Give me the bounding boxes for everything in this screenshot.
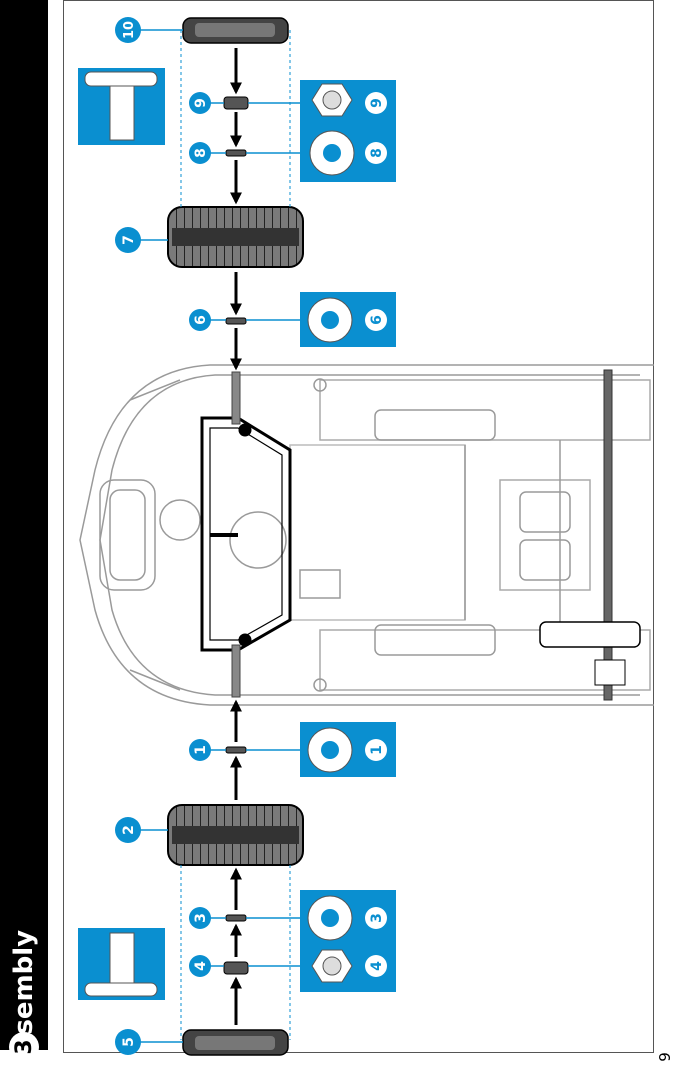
washer-icon [308,896,352,940]
wheel-bottom [168,805,303,865]
front-axle-stub-bottom [232,645,240,697]
callout-label: 1 [193,745,209,755]
panel-number-label: 1 [369,745,385,755]
panel-number-label: 3 [369,913,385,923]
washer-icon [308,298,352,342]
nut-bottom [224,962,248,974]
panel-number-6: 6 [365,309,387,331]
front-axle-stub-top [232,372,240,424]
panel-number-3: 3 [365,907,387,929]
panel-number-8: 8 [365,142,387,164]
axle-detail-panel-bottom [78,928,165,1000]
axle-detail-panel-top [78,68,165,145]
part-panel-3-4 [300,890,396,992]
callout-2: 2 [115,817,141,843]
panel-number-label: 4 [369,961,385,971]
callout-label: 5 [121,1037,137,1047]
panel-number-label: 8 [369,148,385,158]
callout-10: 10 [115,17,141,43]
callout-4: 4 [189,955,211,977]
callout-9: 9 [189,92,211,114]
callout-label: 7 [121,235,137,245]
panel-number-4: 4 [365,955,387,977]
washer-icon [308,728,352,772]
front-axle-frame [202,418,290,650]
washer-icon [310,131,354,175]
washer-1 [226,747,246,753]
washer-3 [226,915,246,921]
callout-label: 3 [193,913,209,923]
callout-label: 10 [122,21,137,39]
panel-number-label: 9 [369,98,385,108]
nut-top [224,97,248,109]
callout-label: 9 [193,98,209,108]
wheel-cap-top [183,18,288,43]
washer-6 [226,318,246,324]
callout-8: 8 [189,142,211,164]
washer-8 [226,150,246,156]
vehicle-chassis [80,365,654,705]
panel-number-9: 9 [365,92,387,114]
callout-5: 5 [115,1029,141,1055]
callout-1: 1 [189,739,211,761]
wheel-top [168,207,303,267]
wheel-cap-bottom [183,1030,288,1055]
callout-label: 6 [193,315,209,325]
callout-label: 8 [193,148,209,158]
callout-7: 7 [115,227,141,253]
callout-label: 2 [121,825,137,835]
panel-number-1: 1 [365,739,387,761]
callout-6: 6 [189,309,211,331]
callout-label: 4 [193,961,209,971]
panel-number-label: 6 [369,315,385,325]
callout-3: 3 [189,907,211,929]
